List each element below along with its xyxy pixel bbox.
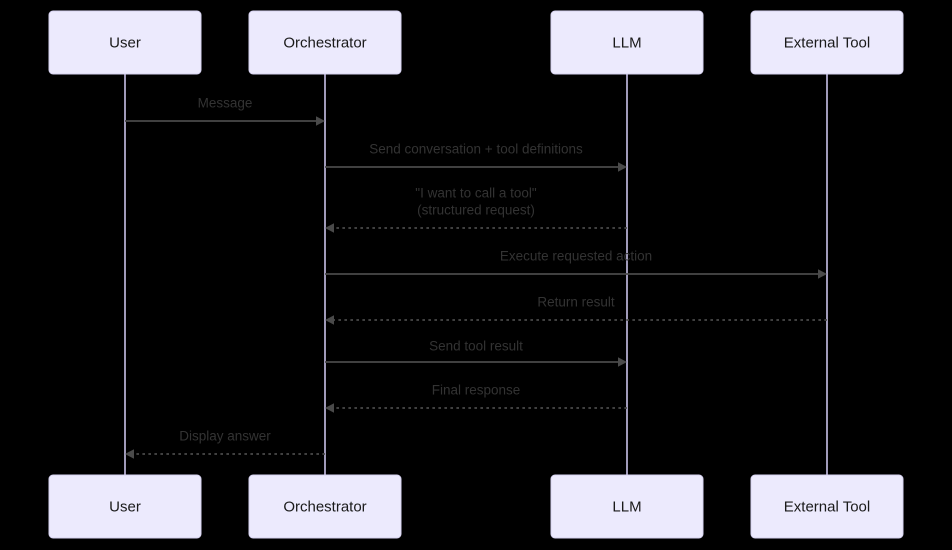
- actor-llm-top[interactable]: LLM: [550, 10, 704, 75]
- message-label-msg-5: Return result: [537, 295, 615, 310]
- message-label-msg-7: Final response: [432, 383, 521, 398]
- actor-tool-top[interactable]: External Tool: [750, 10, 904, 75]
- message-label-msg-4: Execute requested action: [500, 249, 652, 264]
- message-arrowhead-msg-6: [618, 357, 627, 367]
- actor-label-user: User: [109, 34, 141, 51]
- message-msg-3: "I want to call a tool" (structured reque…: [325, 186, 627, 233]
- actor-user-top[interactable]: User: [48, 10, 202, 75]
- actor-box-llm[interactable]: [550, 474, 704, 539]
- actor-label-user: User: [109, 498, 141, 515]
- actor-tool-bottom[interactable]: External Tool: [750, 474, 904, 539]
- actor-label-tool: External Tool: [784, 34, 870, 51]
- actor-box-orchestrator[interactable]: [248, 10, 402, 75]
- message-msg-7: Final response: [325, 383, 627, 413]
- message-arrowhead-msg-3: [325, 223, 334, 233]
- message-msg-6: Send tool result: [325, 339, 627, 367]
- message-label-msg-2: Send conversation + tool definitions: [369, 142, 583, 157]
- actor-box-user[interactable]: [48, 474, 202, 539]
- actors-top-group: User Orchestrator LLM External Tool: [48, 10, 904, 75]
- message-label-msg-8: Display answer: [179, 429, 271, 444]
- actor-llm-bottom[interactable]: LLM: [550, 474, 704, 539]
- message-arrowhead-msg-2: [618, 162, 627, 172]
- message-label-msg-3: "I want to call a tool": [415, 186, 537, 201]
- actor-label-llm: LLM: [612, 34, 641, 51]
- actor-orchestrator-bottom[interactable]: Orchestrator: [248, 474, 402, 539]
- actor-box-llm[interactable]: [550, 10, 704, 75]
- message-arrowhead-msg-1: [316, 116, 325, 126]
- actor-box-tool[interactable]: [750, 474, 904, 539]
- message-msg-2: Send conversation + tool definitions: [325, 142, 627, 172]
- message-label-msg-1: Message: [198, 96, 253, 111]
- actor-box-orchestrator[interactable]: [248, 474, 402, 539]
- actor-box-tool[interactable]: [750, 10, 904, 75]
- message-msg-8: Display answer: [125, 429, 325, 459]
- actor-label-orchestrator: Orchestrator: [283, 34, 366, 51]
- actor-label-orchestrator: Orchestrator: [283, 498, 366, 515]
- actor-user-bottom[interactable]: User: [48, 474, 202, 539]
- message-msg-1: Message: [125, 96, 325, 126]
- actor-label-tool: External Tool: [784, 498, 870, 515]
- message-label2-msg-3: (structured request): [417, 203, 535, 218]
- message-arrowhead-msg-5: [325, 315, 334, 325]
- message-arrowhead-msg-7: [325, 403, 334, 413]
- actor-box-user[interactable]: [48, 10, 202, 75]
- actor-label-llm: LLM: [612, 498, 641, 515]
- message-arrowhead-msg-4: [818, 269, 827, 279]
- message-msg-4: Execute requested action: [325, 249, 827, 279]
- actors-bottom-group: User Orchestrator LLM External Tool: [48, 474, 904, 539]
- message-label-msg-6: Send tool result: [429, 339, 523, 354]
- actor-orchestrator-top[interactable]: Orchestrator: [248, 10, 402, 75]
- message-msg-5: Return result: [325, 295, 827, 325]
- message-arrowhead-msg-8: [125, 449, 134, 459]
